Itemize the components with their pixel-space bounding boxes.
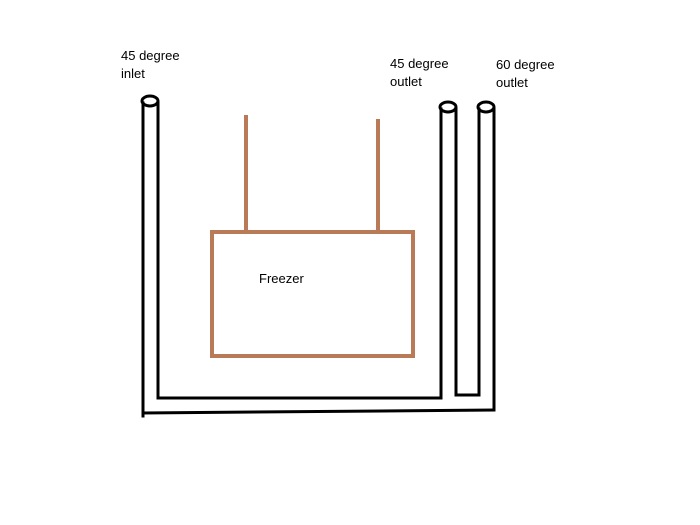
label-60-degree-outlet: 60 degree outlet xyxy=(496,56,555,92)
label-freezer: Freezer xyxy=(259,271,304,286)
label-inlet-line1: 45 degree xyxy=(121,48,180,63)
label-outlet60-line2: outlet xyxy=(496,75,528,90)
label-inlet-line2: inlet xyxy=(121,66,145,81)
freezer-unit xyxy=(210,115,415,358)
freezer-box xyxy=(210,230,415,358)
inlet-pipe-opening xyxy=(140,94,160,108)
label-outlet60-line1: 60 degree xyxy=(496,57,555,72)
label-45-degree-inlet: 45 degree inlet xyxy=(121,47,180,83)
outlet-pipe-60 xyxy=(476,100,496,412)
bottom-pipe-outer xyxy=(141,408,496,415)
outlet-45-opening xyxy=(438,100,458,114)
outlet-pipe-45 xyxy=(438,100,458,400)
bottom-pipe xyxy=(141,393,496,415)
outlet-60-opening xyxy=(476,100,496,114)
label-outlet45-line1: 45 degree xyxy=(390,56,449,71)
label-45-degree-outlet: 45 degree outlet xyxy=(390,55,449,91)
inlet-pipe-45 xyxy=(140,94,160,418)
label-outlet45-line2: outlet xyxy=(390,74,422,89)
